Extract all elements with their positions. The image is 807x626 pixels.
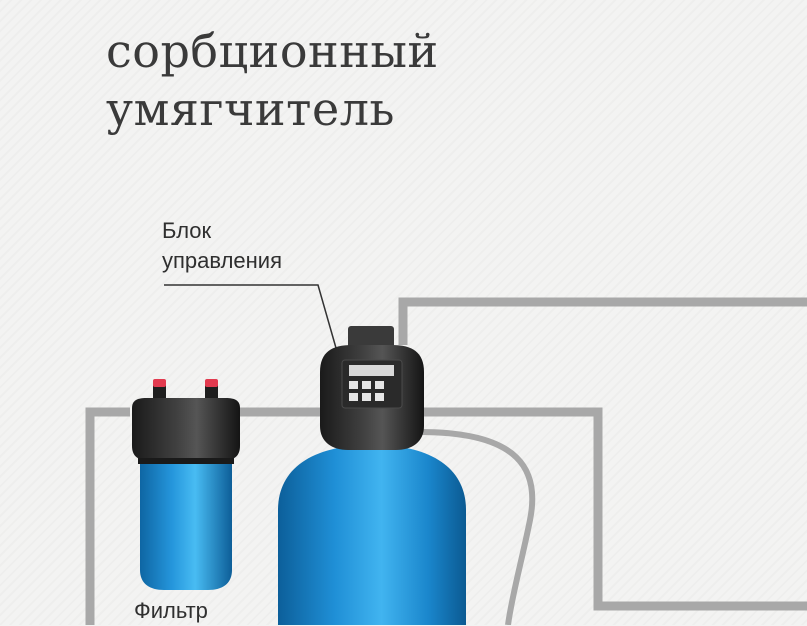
- control-unit-pointer-line: [164, 284, 337, 349]
- control-unit-buttons: [349, 381, 384, 401]
- filter-housing: [140, 460, 232, 590]
- return-loop-pipe: [420, 407, 807, 611]
- drain-hose: [419, 429, 536, 625]
- control-unit-top-connector: [348, 326, 394, 348]
- inlet-pipe: [85, 407, 130, 625]
- control-unit-label-line-1: Блок: [162, 218, 212, 243]
- control-unit: [320, 326, 424, 450]
- filter-right-valve-cap: [205, 379, 218, 387]
- filter-label: Фильтр: [134, 598, 208, 623]
- outlet-pipe: [398, 297, 807, 345]
- title-line-1: сорбционный: [106, 24, 439, 78]
- title-line-2: умягчитель: [106, 82, 395, 136]
- prefilter: [132, 379, 240, 590]
- control-unit-label: Блок управления: [162, 216, 282, 276]
- diagram-title: сорбционный умягчитель: [106, 22, 439, 138]
- filter-housing-ring: [138, 458, 234, 464]
- control-unit-display: [349, 365, 394, 376]
- softener-tank: [278, 445, 466, 625]
- filter-head: [132, 398, 240, 460]
- pipe-network: [85, 297, 807, 625]
- filter-left-valve-cap: [153, 379, 166, 387]
- control-unit-label-line-2: управления: [162, 248, 282, 273]
